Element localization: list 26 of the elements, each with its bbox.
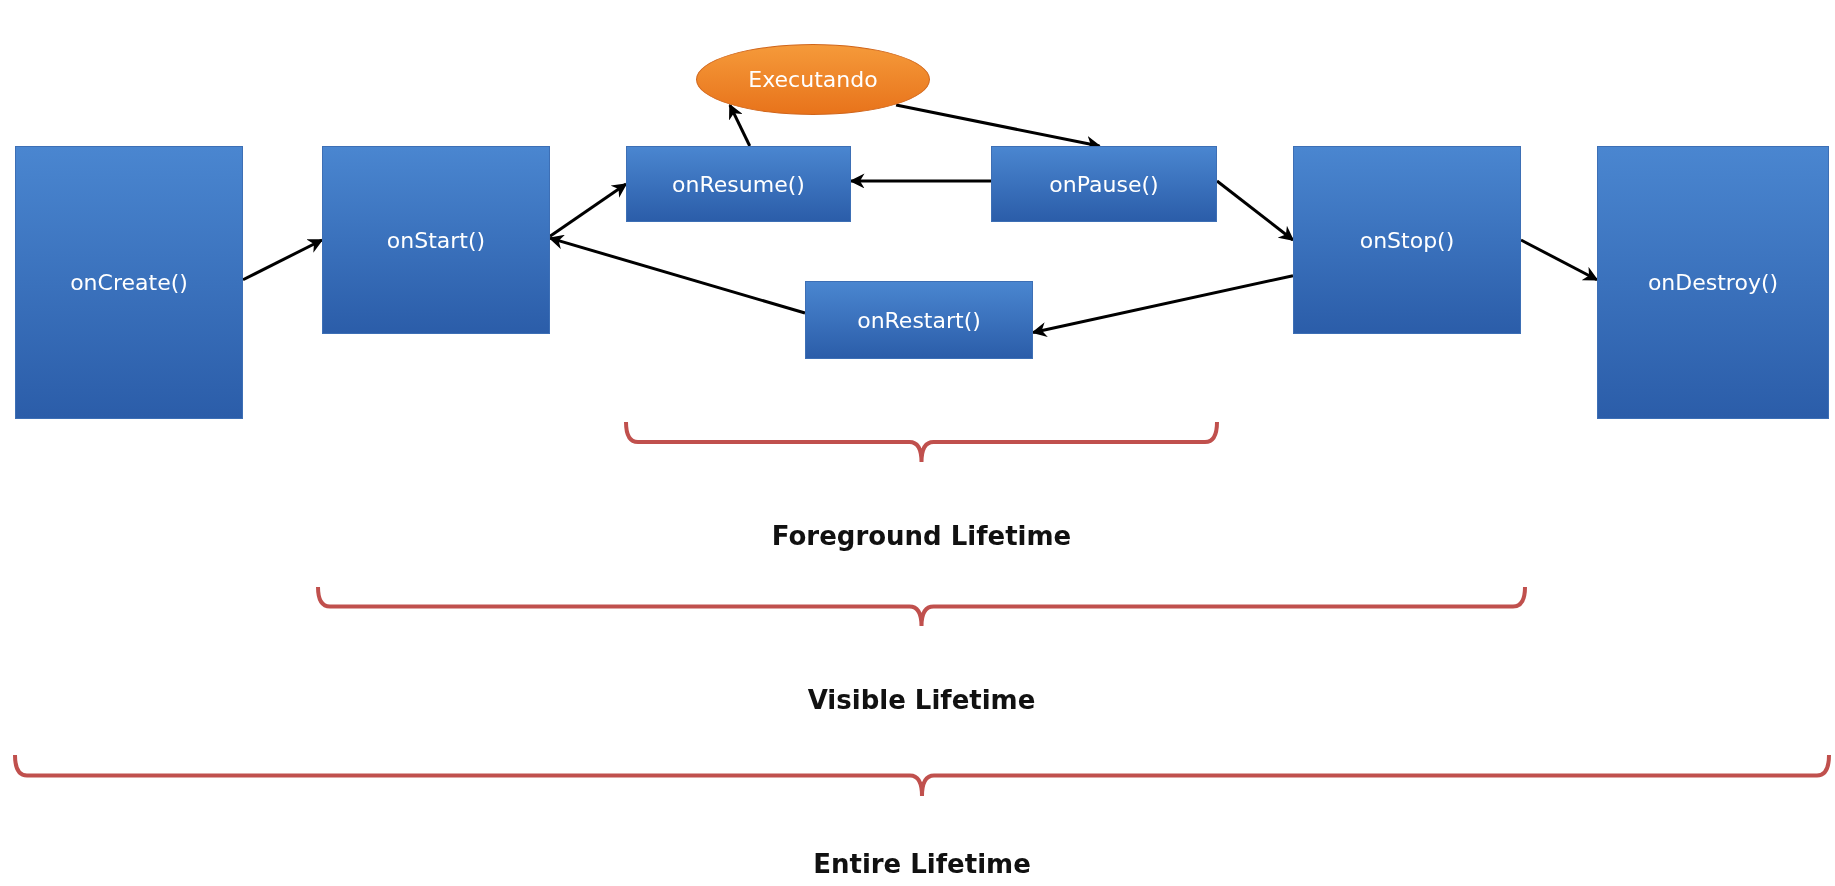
method-label: onRestart() — [857, 307, 981, 333]
method-label: onStop() — [1359, 227, 1455, 253]
arrow — [1031, 274, 1294, 337]
arrow — [728, 103, 752, 147]
method-box — [805, 281, 1033, 359]
method-box — [626, 146, 851, 222]
lifetime-label: Entire Lifetime — [813, 849, 1031, 879]
arrow — [1520, 238, 1599, 282]
arrow — [849, 173, 991, 189]
method-box — [15, 146, 243, 419]
method-label: onPause() — [1049, 171, 1159, 197]
method-box — [322, 146, 550, 334]
lifetime-label: Foreground Lifetime — [771, 521, 1072, 551]
method-box — [991, 146, 1217, 222]
method-box — [1293, 146, 1521, 334]
arrow — [549, 182, 628, 238]
method-label: onCreate() — [70, 270, 188, 295]
method-box — [1597, 146, 1829, 419]
lifetime-label: Visible Lifetime — [807, 685, 1036, 715]
arrow — [548, 234, 806, 315]
arrow — [242, 238, 324, 282]
arrow — [1216, 179, 1295, 242]
method-label: onResume() — [672, 171, 805, 197]
method-label: Executando — [748, 67, 878, 92]
method-label: onDestroy() — [1647, 270, 1779, 295]
method-label: onStart() — [386, 227, 486, 253]
